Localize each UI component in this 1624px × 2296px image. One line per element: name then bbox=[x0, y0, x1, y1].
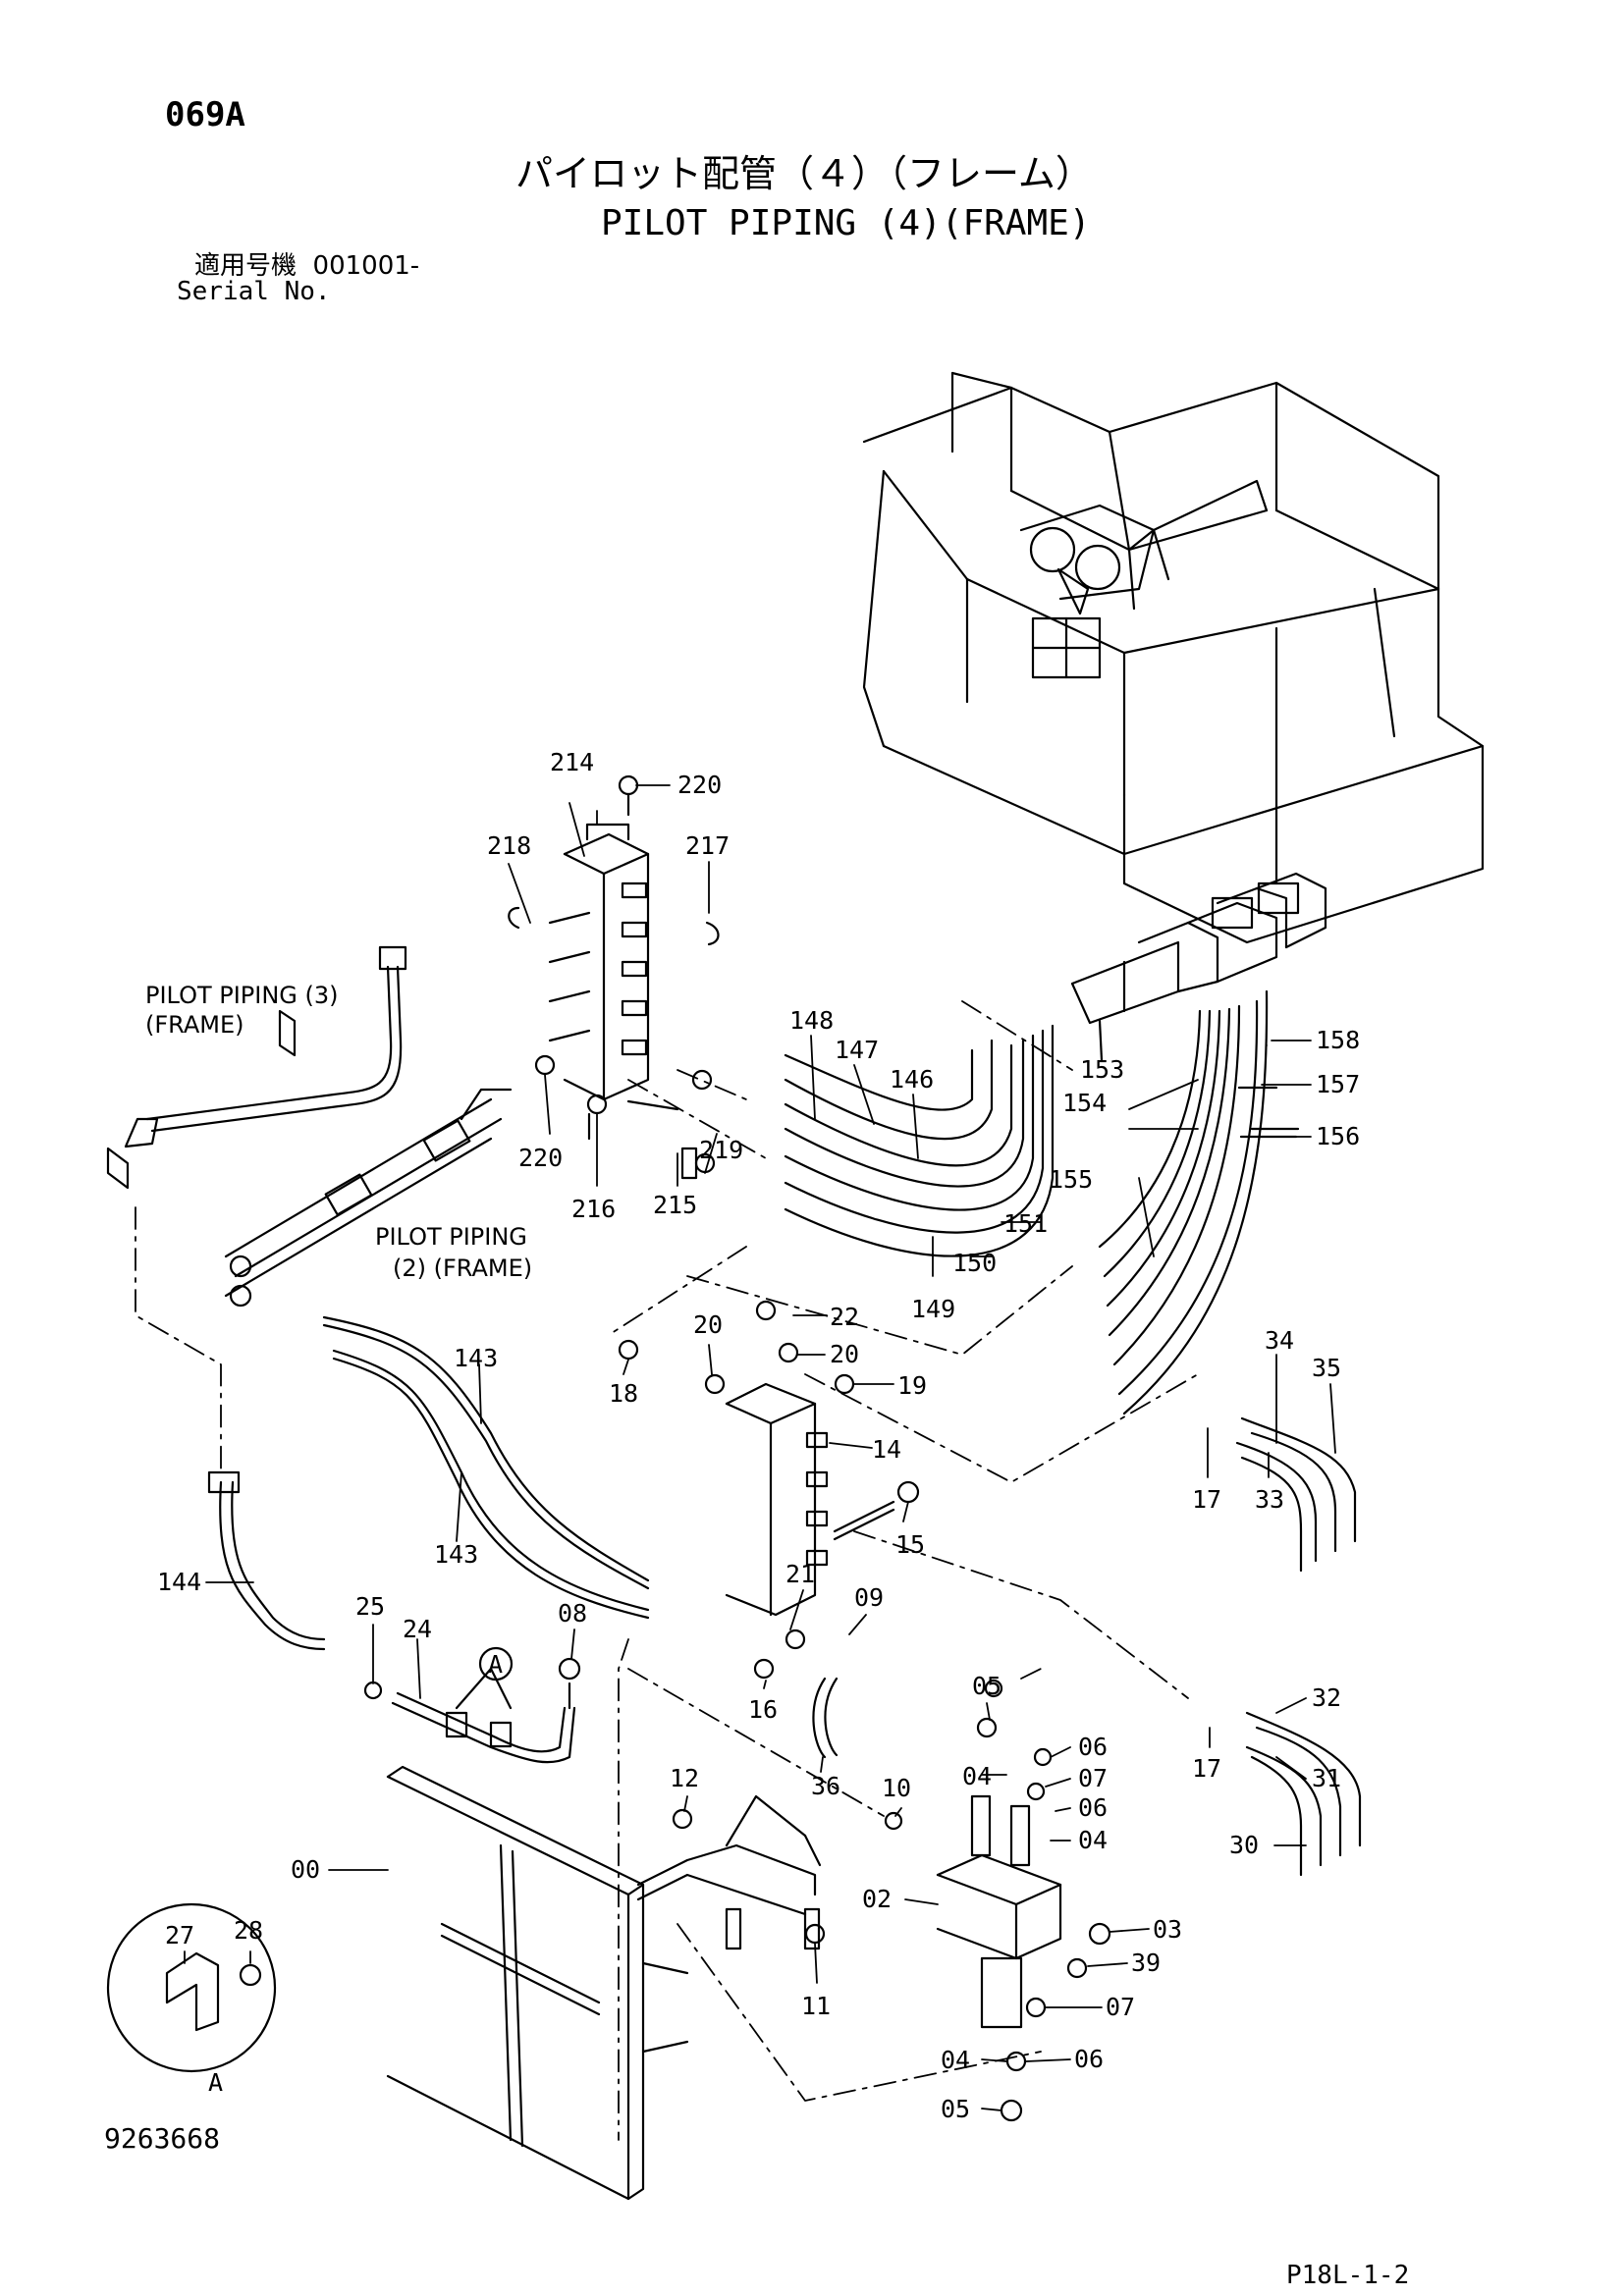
pilot-piping-2-pipes bbox=[224, 1088, 513, 1308]
part-callout: 27 bbox=[165, 1921, 194, 1949]
part-callout: 28 bbox=[234, 1916, 263, 1945]
plate-00 bbox=[386, 1765, 826, 2201]
part-callout: 08 bbox=[558, 1599, 587, 1628]
part-callout: 25 bbox=[355, 1592, 385, 1621]
part-callout: 04 bbox=[962, 1762, 992, 1790]
part-callout: 150 bbox=[952, 1249, 997, 1277]
title-japanese: パイロット配管（４）（フレーム） bbox=[515, 152, 1093, 195]
part-callout: 20 bbox=[830, 1340, 859, 1368]
part-callout: 10 bbox=[882, 1774, 911, 1802]
part-callout: 34 bbox=[1265, 1326, 1294, 1355]
part-callout: 220 bbox=[677, 771, 722, 799]
part-callout: 158 bbox=[1316, 1026, 1360, 1054]
hose-144 bbox=[207, 1470, 326, 1651]
part-callout: 17 bbox=[1192, 1754, 1221, 1783]
sheet-reference: P18L-1-2 bbox=[1286, 2261, 1410, 2290]
part-callout: 153 bbox=[1080, 1055, 1124, 1084]
part-callout: 156 bbox=[1316, 1122, 1360, 1150]
part-callout: 19 bbox=[897, 1371, 927, 1400]
part-callout: 33 bbox=[1255, 1485, 1284, 1514]
part-callout: 143 bbox=[454, 1344, 498, 1372]
part-callout: 07 bbox=[1078, 1764, 1108, 1792]
dashed-leaders bbox=[135, 1000, 1199, 2141]
part-callout: 154 bbox=[1062, 1089, 1107, 1117]
part-callout: 15 bbox=[895, 1530, 925, 1559]
part-callout: 00 bbox=[291, 1855, 320, 1884]
manifold-214 bbox=[508, 774, 720, 1180]
part-callout: 09 bbox=[854, 1583, 884, 1612]
part-callout: 214 bbox=[550, 748, 594, 776]
part-callout: 215 bbox=[653, 1191, 697, 1219]
detail-view-label: A bbox=[208, 2068, 223, 2097]
part-callout: 148 bbox=[789, 1006, 834, 1035]
part-callout: 02 bbox=[862, 1885, 892, 1913]
part-callout: 219 bbox=[699, 1136, 743, 1164]
part-callout: 18 bbox=[609, 1379, 638, 1408]
part-callout: 146 bbox=[890, 1065, 934, 1094]
serial-label-japanese: 適用号機 bbox=[194, 251, 298, 281]
title-english: PILOT PIPING (4)(FRAME) bbox=[601, 203, 1091, 243]
part-callout: 04 bbox=[941, 2046, 970, 2074]
hoses-146-151 bbox=[784, 1024, 1055, 1257]
part-callout: 05 bbox=[941, 2095, 970, 2123]
detail-view-A bbox=[106, 1646, 514, 2073]
pilot-piping-3-pipe bbox=[106, 945, 407, 1190]
serial-label-english: Serial No. bbox=[177, 277, 331, 306]
part-callout: 36 bbox=[811, 1772, 840, 1800]
drawing-number: 9263668 bbox=[104, 2122, 221, 2155]
part-callout: 149 bbox=[911, 1295, 955, 1323]
part-callouts: 214 220 218 217 220 219 216 215 148 147 … bbox=[157, 748, 1360, 2123]
part-callout: 144 bbox=[157, 1568, 201, 1596]
part-callout: 22 bbox=[830, 1303, 859, 1331]
part-callout: 151 bbox=[1003, 1209, 1048, 1238]
hoses-30-35 bbox=[1235, 1416, 1362, 1877]
part-callout: 220 bbox=[518, 1144, 563, 1172]
part-callout: 31 bbox=[1312, 1764, 1341, 1792]
detail-view-callout: A bbox=[488, 1650, 503, 1679]
part-callout: 05 bbox=[972, 1672, 1001, 1700]
diagram-linework bbox=[106, 371, 1485, 2201]
part-callout: 30 bbox=[1229, 1831, 1259, 1859]
part-callout: 35 bbox=[1312, 1354, 1341, 1382]
page-code: 069A bbox=[165, 95, 245, 134]
part-callout: 216 bbox=[571, 1195, 616, 1223]
part-callout: 24 bbox=[403, 1615, 432, 1643]
part-callout: 143 bbox=[434, 1540, 478, 1569]
part-callout: 04 bbox=[1078, 1826, 1108, 1854]
part-callout: 11 bbox=[801, 1992, 831, 2020]
part-callout: 17 bbox=[1192, 1485, 1221, 1514]
part-callout: 32 bbox=[1312, 1683, 1341, 1712]
part-callout: 39 bbox=[1131, 1949, 1161, 1977]
note-pilot-piping-2-line1: PILOT PIPING bbox=[375, 1223, 527, 1251]
part-callout: 157 bbox=[1316, 1070, 1360, 1098]
machine-frame-body bbox=[862, 371, 1485, 944]
part-callout: 147 bbox=[835, 1036, 879, 1064]
manifold-14 bbox=[618, 1300, 920, 1680]
part-callout: 155 bbox=[1049, 1165, 1093, 1194]
part-callout: 20 bbox=[693, 1310, 723, 1339]
part-callout: 217 bbox=[685, 831, 730, 860]
part-callout: 03 bbox=[1153, 1915, 1182, 1944]
tubes-08-24 bbox=[363, 1657, 839, 1764]
pilot-valve-blocks bbox=[1070, 872, 1327, 1062]
part-callout: 16 bbox=[748, 1695, 778, 1724]
note-pilot-piping-2-line2: (2) (FRAME) bbox=[393, 1255, 532, 1282]
part-callout: 06 bbox=[1074, 2045, 1104, 2073]
part-callout: 06 bbox=[1078, 1793, 1108, 1822]
part-callout: 218 bbox=[487, 831, 531, 860]
manifold-02 bbox=[884, 1679, 1111, 2122]
part-callout: 06 bbox=[1078, 1733, 1108, 1761]
part-callout: 14 bbox=[872, 1435, 901, 1464]
part-callout: 21 bbox=[785, 1560, 815, 1588]
note-pilot-piping-3-line1: PILOT PIPING (3) bbox=[145, 982, 339, 1009]
part-callout: 12 bbox=[670, 1764, 699, 1792]
note-pilot-piping-3-line2: (FRAME) bbox=[145, 1011, 244, 1039]
callout-leaders bbox=[184, 784, 1336, 2111]
serial-line-japanese: 適用号機 001001- bbox=[194, 253, 419, 279]
part-callout: 07 bbox=[1106, 1993, 1135, 2021]
serial-number-value: 001001- bbox=[312, 251, 420, 281]
